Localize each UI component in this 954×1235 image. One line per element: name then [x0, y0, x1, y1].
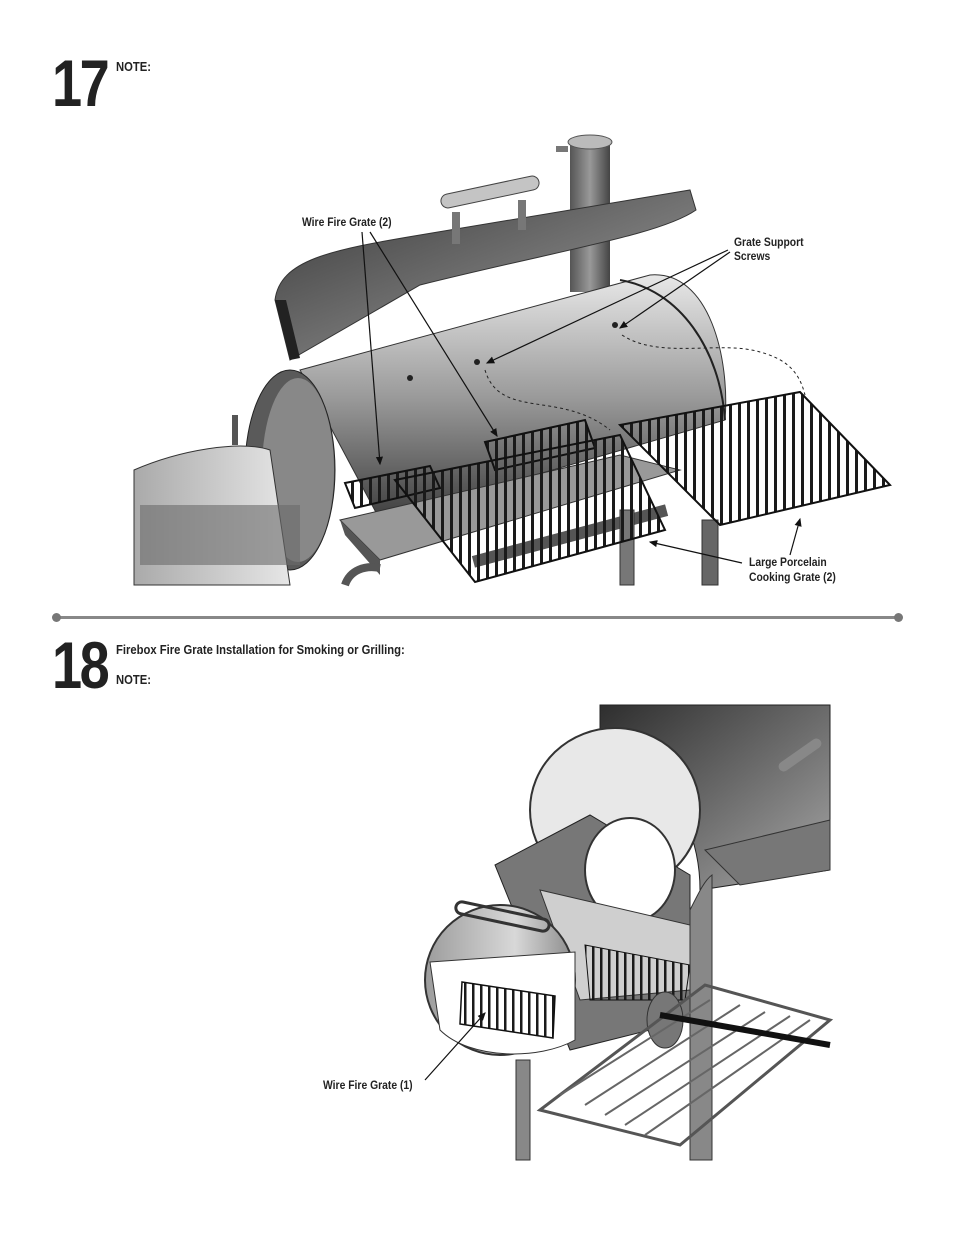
step-18-illustration: [424, 704, 834, 1161]
lid: [274, 175, 697, 361]
divider-dot-left: [52, 613, 61, 622]
callout-grate-support-screws-line1: Grate Support: [734, 237, 804, 249]
step-17-number: 17: [52, 46, 110, 120]
legs-and-shelf: [515, 874, 834, 1161]
step-17-leader-lines: [361, 231, 802, 564]
divider-dot-right: [894, 613, 903, 622]
callout-large-porcelain-line1: Large Porcelain: [749, 557, 827, 569]
callout-large-porcelain-line2: Cooking Grate (2): [749, 572, 836, 584]
callout-wire-fire-grate-1: Wire Fire Grate (1): [323, 1080, 413, 1092]
step-18-note-label: NOTE:: [116, 673, 152, 687]
step-17-note-label: NOTE:: [116, 60, 152, 74]
step-17-illustration: [133, 134, 892, 587]
step-18-number: 18: [52, 628, 110, 702]
porcelain-cooking-grate-front: [393, 433, 667, 584]
callout-grate-support-screws-line2: Screws: [734, 251, 771, 263]
step-18-heading: Firebox Fire Grate Installation for Smok…: [116, 643, 405, 657]
firebox: [133, 415, 300, 586]
porcelain-cooking-grate-side: [617, 390, 892, 527]
callout-wire-fire-grate-2: Wire Fire Grate (2): [302, 217, 392, 229]
firebox-18: [424, 814, 691, 1056]
section-divider: [56, 616, 898, 619]
